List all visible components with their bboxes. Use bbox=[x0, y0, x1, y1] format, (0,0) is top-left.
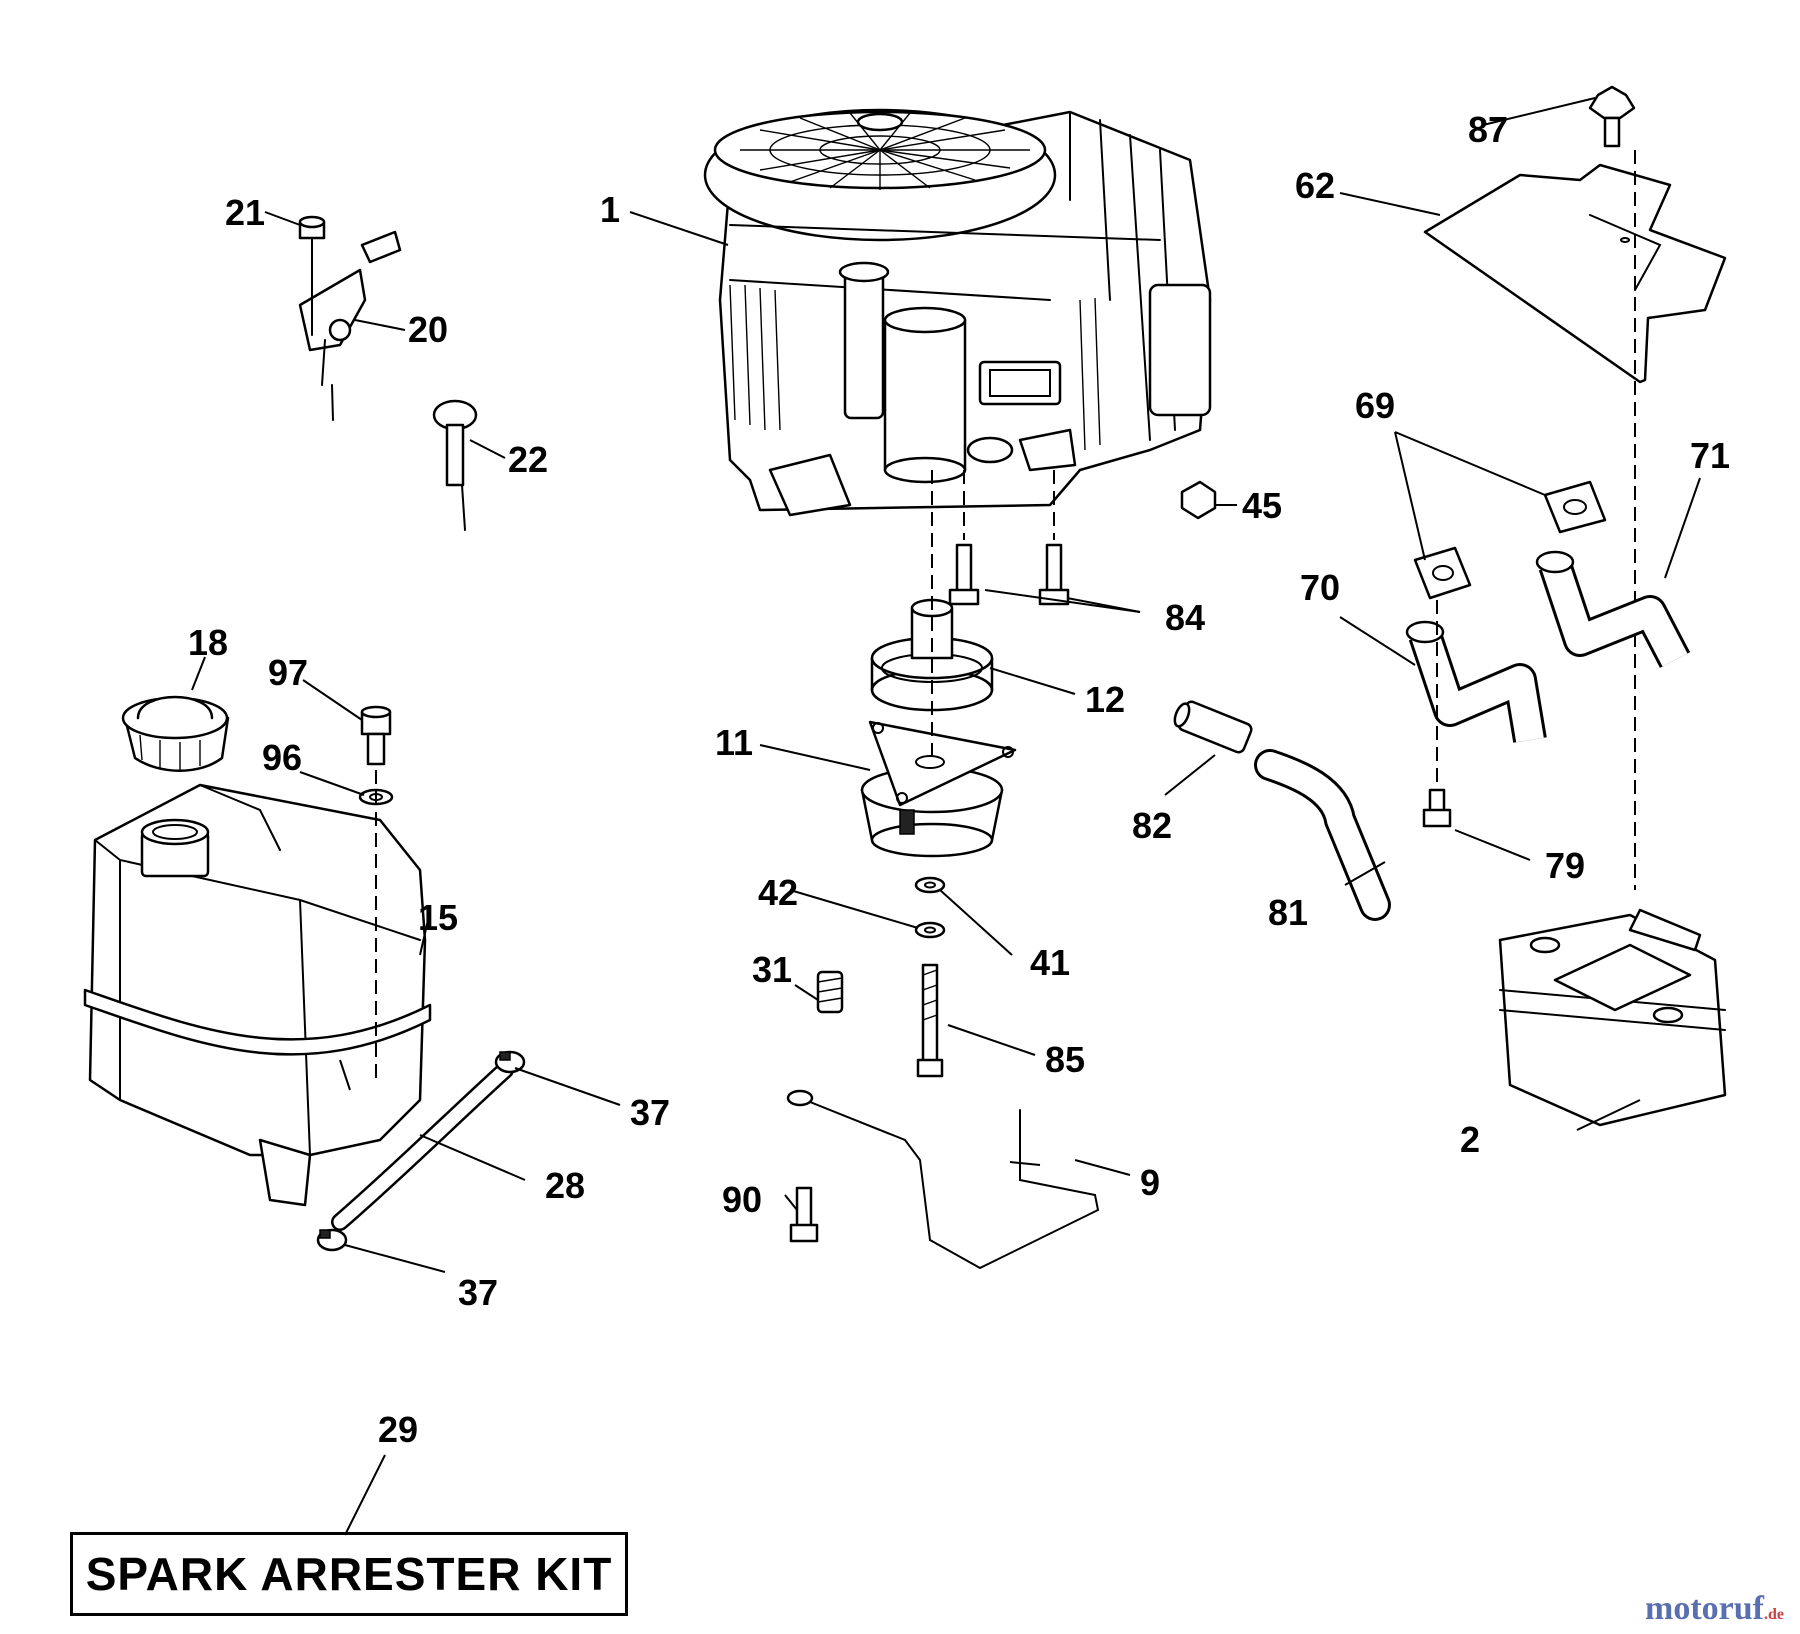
fuel-tank bbox=[83, 783, 432, 1207]
bolt-79 bbox=[1422, 788, 1452, 828]
heat-shield-62 bbox=[1423, 163, 1727, 384]
callout-82: 82 bbox=[1132, 805, 1172, 846]
callout-15: 15 bbox=[418, 897, 458, 938]
screw-21 bbox=[298, 215, 326, 336]
callout-85: 85 bbox=[1045, 1039, 1085, 1080]
spark-arrester-kit-box: SPARK ARRESTER KIT bbox=[70, 1532, 628, 1616]
electric-clutch bbox=[860, 720, 1017, 858]
callout-87: 87 bbox=[1468, 109, 1508, 150]
washer-42 bbox=[914, 921, 946, 939]
brace-rod-9 bbox=[786, 1089, 1100, 1270]
callout-96: 96 bbox=[262, 737, 302, 778]
callout-41: 41 bbox=[1030, 942, 1070, 983]
fuel-line bbox=[331, 1061, 514, 1231]
bolt-85 bbox=[916, 963, 944, 1078]
callout-2: 2 bbox=[1460, 1119, 1480, 1160]
callout-28: 28 bbox=[545, 1165, 585, 1206]
fitting-82 bbox=[1173, 700, 1253, 754]
callout-21: 21 bbox=[225, 192, 265, 233]
nut-45 bbox=[1180, 480, 1217, 520]
washer-41 bbox=[914, 876, 946, 894]
watermark-tld: .de bbox=[1763, 1606, 1784, 1623]
callout-37-lower: 37 bbox=[458, 1272, 498, 1313]
hose-clamp-lower bbox=[316, 1228, 348, 1252]
callout-11: 11 bbox=[715, 722, 753, 763]
bolt-90 bbox=[789, 1186, 819, 1243]
callout-84: 84 bbox=[1165, 597, 1205, 638]
spark-arrester-kit-label: SPARK ARRESTER KIT bbox=[85, 1548, 613, 1600]
callout-70: 70 bbox=[1300, 567, 1340, 608]
callout-20: 20 bbox=[408, 309, 448, 350]
choke-bracket bbox=[298, 230, 402, 421]
hose-clamp-upper bbox=[494, 1050, 526, 1074]
bolt-97 bbox=[360, 705, 392, 766]
callout-90: 90 bbox=[722, 1179, 762, 1220]
spacer-31 bbox=[816, 970, 844, 1014]
callout-31: 31 bbox=[752, 949, 792, 990]
callout-62: 62 bbox=[1295, 165, 1335, 206]
callout-18: 18 bbox=[188, 622, 228, 663]
callout-45: 45 bbox=[1242, 485, 1282, 526]
watermark-logo: motoruf.de bbox=[1645, 1590, 1784, 1628]
callout-labels: 1 2 9 11 12 15 18 20 21 22 28 29 31 37 3… bbox=[188, 109, 1730, 1450]
callout-12: 12 bbox=[1085, 679, 1125, 720]
callout-22: 22 bbox=[508, 439, 548, 480]
knob-22 bbox=[432, 399, 478, 531]
exhaust-pipe-70 bbox=[1405, 620, 1547, 743]
callout-69: 69 bbox=[1355, 385, 1395, 426]
callout-71: 71 bbox=[1690, 435, 1730, 476]
callout-79: 79 bbox=[1545, 845, 1585, 886]
bolts-84 bbox=[948, 543, 1070, 606]
callout-29: 29 bbox=[378, 1409, 418, 1450]
callout-37-upper: 37 bbox=[630, 1092, 670, 1133]
hose-81 bbox=[1254, 749, 1391, 921]
callout-9: 9 bbox=[1140, 1162, 1160, 1203]
engine bbox=[703, 108, 1212, 517]
bolt-87 bbox=[1588, 85, 1636, 148]
watermark-name: motoruf bbox=[1645, 1590, 1764, 1627]
gasket-69-left bbox=[1413, 546, 1472, 600]
exhaust-pipe-71 bbox=[1535, 550, 1691, 668]
callout-97: 97 bbox=[268, 652, 308, 693]
fuel-cap bbox=[121, 695, 230, 772]
gasket-69-right bbox=[1543, 480, 1607, 534]
callout-81: 81 bbox=[1268, 892, 1308, 933]
callout-1: 1 bbox=[600, 189, 620, 230]
leader-lines bbox=[191, 97, 1701, 1536]
callout-42: 42 bbox=[758, 872, 798, 913]
muffler bbox=[1498, 908, 1727, 1127]
